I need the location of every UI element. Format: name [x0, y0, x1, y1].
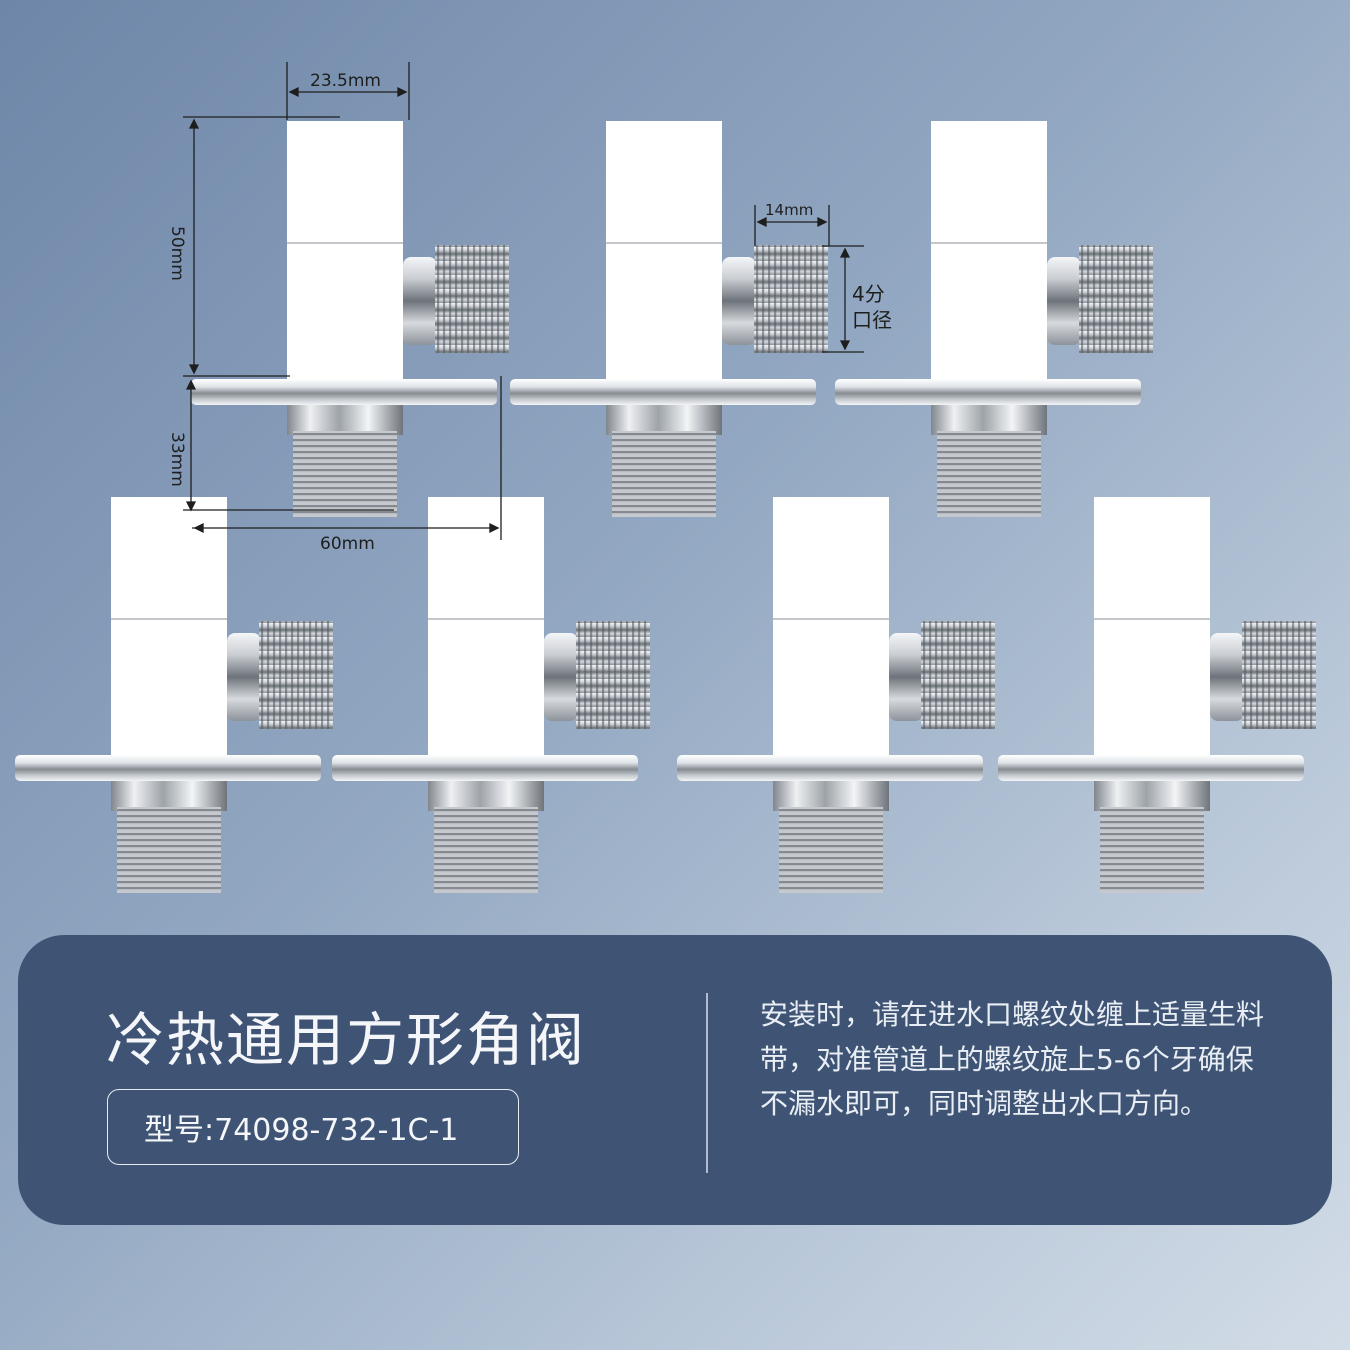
- dim-outlet-length-label: 14mm: [765, 201, 814, 219]
- panel-divider: [706, 993, 708, 1173]
- dim-thread-length-label: 33mm: [167, 432, 187, 487]
- dim-flange-diameter-label: 60mm: [320, 534, 375, 554]
- info-panel: 冷热通用方形角阀 型号:74098-732-1C-1 安装时，请在进水口螺纹处缠…: [18, 935, 1332, 1225]
- model-number-badge: 型号:74098-732-1C-1: [107, 1089, 519, 1165]
- product-title: 冷热通用方形角阀: [106, 1006, 587, 1074]
- dim-body-height-label: 50mm: [167, 226, 187, 281]
- installation-note: 安装时，请在进水口螺纹处缠上适量生料带，对准管道上的螺纹旋上5-6个牙确保不漏水…: [760, 998, 1265, 1120]
- dim-body-width-label: 23.5mm: [310, 71, 381, 91]
- product-illustration: [14, 62, 1317, 894]
- dim-outlet-size-label: 4分 口径: [852, 282, 892, 332]
